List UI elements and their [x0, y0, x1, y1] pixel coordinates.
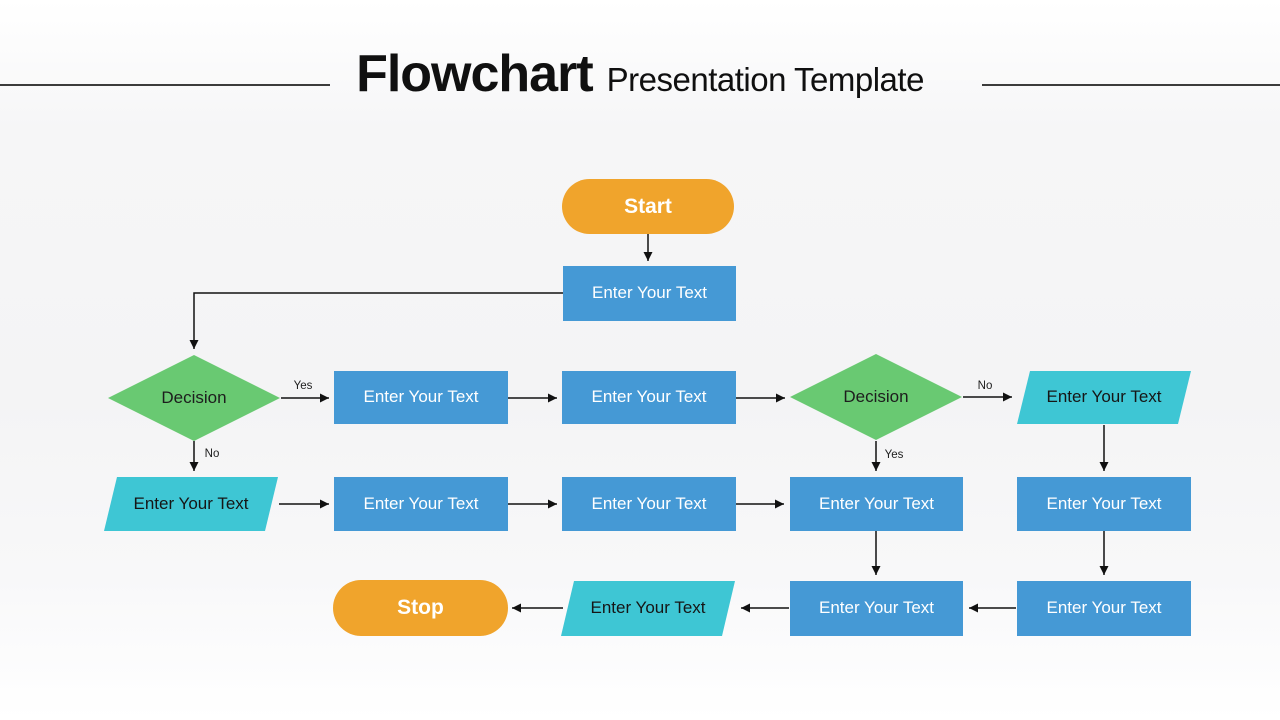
process-box-r2c2: Enter Your Text — [562, 371, 736, 424]
connector-top-to-decision1 — [189, 292, 563, 349]
page-title: Flowchart Presentation Template — [0, 48, 1280, 118]
edge-label-decision1-yes: Yes — [293, 380, 313, 392]
process-box-r2c1: Enter Your Text — [334, 371, 508, 424]
edge-label-decision2-no: No — [977, 380, 993, 392]
start-node: Start — [562, 179, 734, 234]
process-box-r4c4: Enter Your Text — [1017, 581, 1191, 636]
process-box-top: Enter Your Text — [563, 266, 736, 321]
page-title-rest: Presentation Template — [606, 61, 925, 98]
process-box-r3c4: Enter Your Text — [1017, 477, 1191, 531]
edge-label-decision2-yes: Yes — [884, 449, 904, 461]
stop-node: Stop — [333, 580, 508, 636]
io-parallelogram-right: Enter Your Text — [1017, 371, 1191, 424]
process-box-r3c3: Enter Your Text — [790, 477, 963, 531]
io-parallelogram-left: Enter Your Text — [104, 477, 278, 531]
process-box-r3c1: Enter Your Text — [334, 477, 508, 531]
edge-label-decision1-no: No — [204, 448, 220, 460]
process-box-r4c3: Enter Your Text — [790, 581, 963, 636]
header-rule-left — [0, 84, 330, 86]
process-box-r3c2: Enter Your Text — [562, 477, 736, 531]
header-rule-right — [982, 84, 1280, 86]
page-title-bold: Flowchart — [356, 45, 594, 103]
io-parallelogram-bottom: Enter Your Text — [561, 581, 735, 636]
